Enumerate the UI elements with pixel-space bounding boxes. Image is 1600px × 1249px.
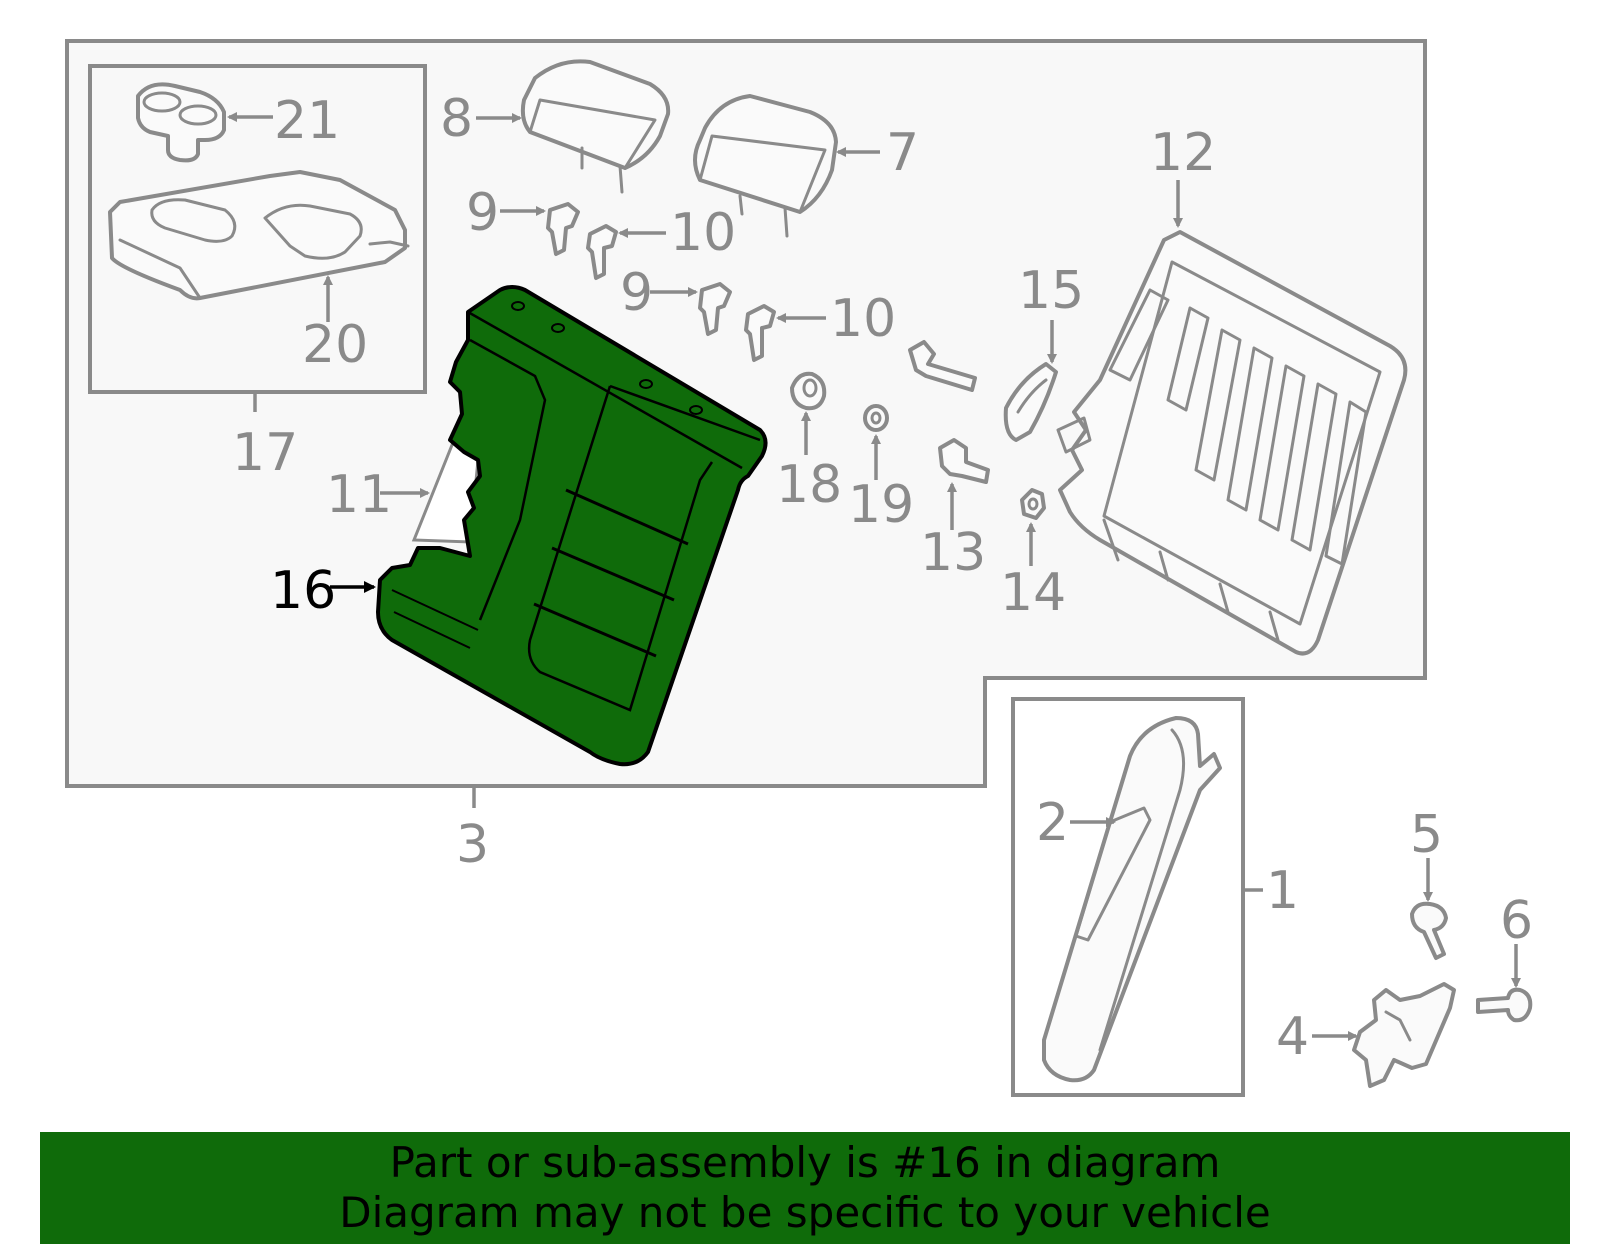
callout-3: 3: [456, 815, 489, 875]
part-8-headrest[interactable]: [520, 59, 671, 194]
part-7-headrest[interactable]: [693, 94, 838, 238]
callout-18: 18: [776, 455, 842, 515]
subassembly-1-box: [1011, 697, 1245, 1097]
part-19-washer[interactable]: [863, 404, 889, 432]
part-12-seat-back-frame[interactable]: [1056, 230, 1408, 656]
part-21-cup-holder[interactable]: [136, 82, 226, 163]
banner-line-2: Diagram may not be specific to your vehi…: [339, 1188, 1271, 1237]
part-20-armrest[interactable]: [108, 170, 410, 301]
callout-6: 6: [1500, 891, 1533, 951]
part-6-bolt[interactable]: [1476, 987, 1533, 1023]
part-14-nut[interactable]: [1020, 488, 1046, 520]
callout-10-upper: 10: [670, 203, 736, 263]
part-16-seat-back-highlighted[interactable]: [376, 285, 768, 767]
part-9-guide-lower[interactable]: [698, 282, 732, 336]
callout-10-lower: 10: [830, 289, 896, 349]
callout-5: 5: [1410, 805, 1443, 865]
callout-12: 12: [1150, 123, 1216, 183]
part-10-guide-lower[interactable]: [744, 304, 776, 362]
callout-16: 16: [270, 561, 336, 621]
callout-21: 21: [274, 91, 340, 151]
part-10-guide-upper[interactable]: [586, 224, 618, 280]
callout-4: 4: [1276, 1007, 1309, 1067]
callout-20: 20: [302, 315, 368, 375]
callout-9-lower: 9: [620, 263, 653, 323]
callout-14: 14: [1000, 563, 1066, 623]
callout-1: 1: [1266, 861, 1299, 921]
part-13-bolt[interactable]: [938, 438, 990, 484]
part-2-side-trim[interactable]: [1042, 716, 1222, 1083]
info-banner: Part or sub-assembly is #16 in diagram D…: [40, 1132, 1570, 1244]
callout-13: 13: [920, 523, 986, 583]
part-18-grommet[interactable]: [790, 371, 827, 411]
callout-9-upper: 9: [466, 183, 499, 243]
callout-2: 2: [1036, 793, 1069, 853]
part-9-guide-upper[interactable]: [546, 202, 580, 256]
part-4-hinge-bracket[interactable]: [1352, 982, 1456, 1088]
callout-15: 15: [1018, 261, 1084, 321]
callout-11: 11: [326, 465, 392, 525]
callout-8: 8: [440, 89, 473, 149]
banner-line-1: Part or sub-assembly is #16 in diagram: [389, 1138, 1221, 1187]
callout-19: 19: [848, 475, 914, 535]
part-bolt[interactable]: [908, 340, 977, 392]
part-15-bracket[interactable]: [1003, 362, 1058, 442]
callout-17: 17: [232, 423, 298, 483]
part-5-bolt[interactable]: [1410, 901, 1448, 960]
callout-7: 7: [886, 123, 919, 183]
